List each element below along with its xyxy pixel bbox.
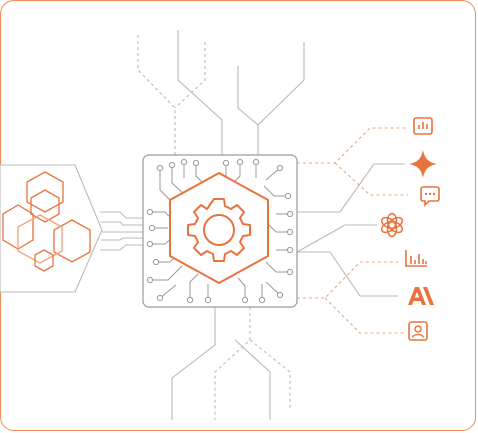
top-wire-1 — [137, 35, 176, 155]
bar-chart-icon — [413, 117, 433, 135]
top-wire-2 — [177, 30, 223, 155]
bottom-wire-3 — [234, 339, 271, 420]
wire-to-openai — [296, 224, 377, 253]
bottom-wires — [171, 307, 291, 420]
right-wires — [296, 127, 408, 334]
wire-to-bar-chart — [297, 127, 408, 164]
gear-icon — [187, 198, 251, 262]
top-wire-3 — [174, 42, 206, 109]
signal-bars-icon — [405, 250, 427, 267]
hex-cluster — [2, 171, 91, 272]
wire-to-sparkle — [297, 163, 405, 213]
chat-bubble-icon — [420, 186, 440, 207]
top-wires — [137, 30, 305, 155]
anthropic-logo-icon — [408, 287, 434, 305]
top-wire-4 — [237, 66, 259, 155]
processor-chip — [142, 154, 298, 308]
gear-core — [169, 171, 269, 285]
left-hex-panel — [0, 164, 143, 293]
sparkle-icon — [409, 150, 437, 178]
chip-pads — [146, 158, 294, 304]
wire-to-user-card — [324, 297, 405, 334]
wire-to-anthropic — [297, 251, 398, 297]
openai-logo-icon — [380, 212, 404, 238]
bottom-wire-1 — [171, 307, 216, 420]
wire-to-signal — [297, 261, 398, 299]
user-card-icon — [408, 321, 428, 341]
wire-to-chat — [334, 162, 408, 196]
top-wire-5 — [257, 42, 305, 126]
bottom-wire-2 — [214, 307, 251, 420]
